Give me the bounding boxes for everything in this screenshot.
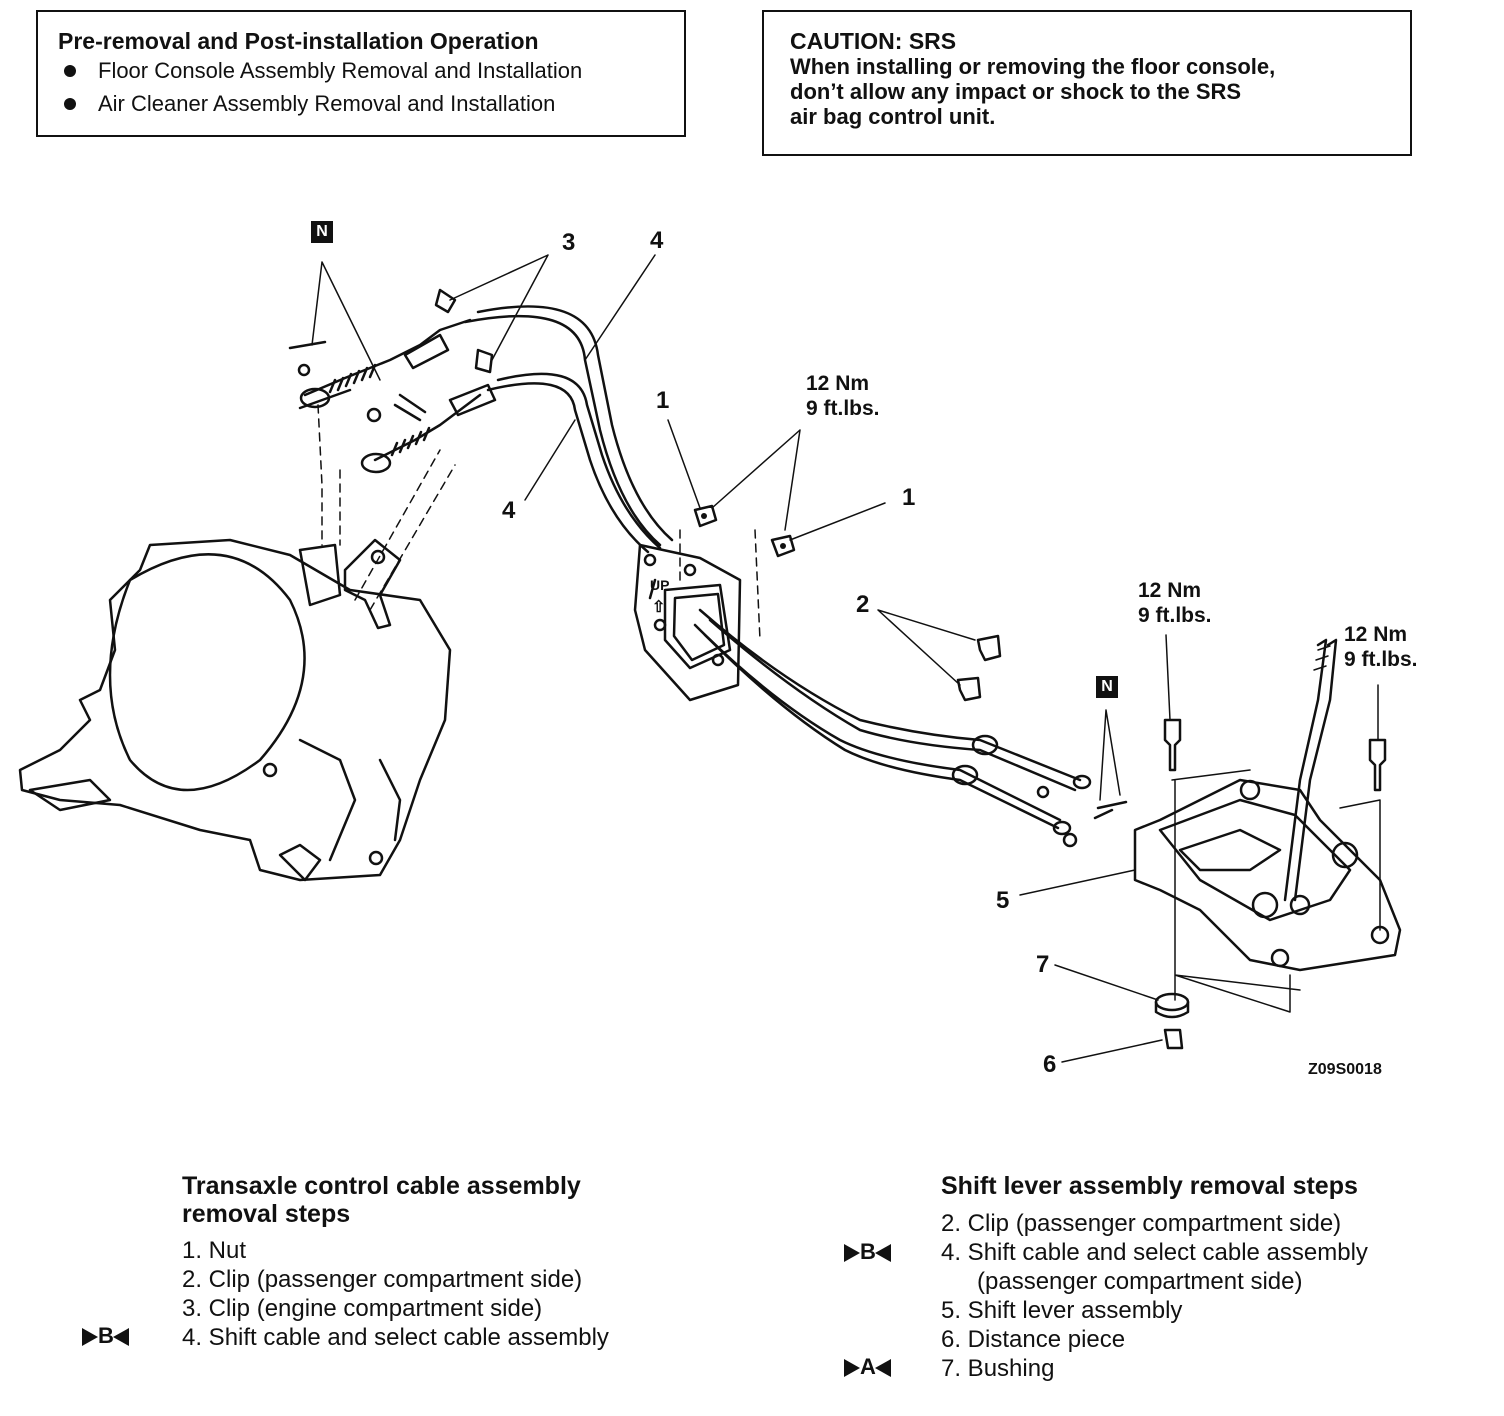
- transaxle-steps-title: Transaxle control cable assembly removal…: [182, 1172, 581, 1228]
- triangle-right-icon: [844, 1244, 860, 1263]
- callout-4: 4: [650, 227, 664, 254]
- shift-lever-steps-list: 2. Clip (passenger compartment side) 4. …: [941, 1209, 1368, 1383]
- triangle-left-icon: [874, 1244, 891, 1263]
- pre-removal-title: Pre-removal and Post-installation Operat…: [58, 28, 539, 54]
- figure-code: Z09S0018: [1308, 1061, 1382, 1078]
- torque-ftlbs: 9 ft.lbs.: [806, 397, 880, 420]
- torque-nm: 12 Nm: [1344, 623, 1407, 646]
- marker-letter: B: [98, 1323, 114, 1348]
- up-label: UP: [650, 577, 669, 593]
- service-marker-a: A: [844, 1354, 891, 1380]
- callout-4: 4: [502, 497, 516, 524]
- bullet-icon: [64, 97, 76, 110]
- step-item: 6. Distance piece: [941, 1326, 1126, 1353]
- step-item: 5. Shift lever assembly: [941, 1297, 1183, 1324]
- service-marker-b: B: [844, 1239, 891, 1265]
- service-marker-b: B: [82, 1323, 129, 1349]
- caution-body: When installing or removing the floor co…: [790, 54, 1276, 129]
- step-item-continued: (passenger compartment side): [977, 1268, 1303, 1295]
- step-item: 2. Clip (passenger compartment side): [182, 1266, 583, 1293]
- triangle-right-icon: [844, 1359, 860, 1378]
- pre-removal-item: Air Cleaner Assembly Removal and Install…: [58, 87, 664, 120]
- caution-title: CAUTION: SRS: [790, 28, 957, 54]
- torque-nm: 12 Nm: [806, 372, 869, 395]
- callout-1: 1: [656, 387, 669, 414]
- callout-6: 6: [1043, 1051, 1056, 1078]
- triangle-right-icon: [82, 1328, 98, 1347]
- pre-removal-box: Pre-removal and Post-installation Operat…: [36, 10, 686, 137]
- marker-letter: A: [860, 1354, 876, 1379]
- callout-3: 3: [562, 229, 575, 256]
- exploded-diagram: UP ⇧ 3 4 4 1 1 2 5 7 6 12 Nm 9 ft.lbs. 1…: [18, 227, 1418, 1078]
- grommet-plate: [633, 543, 742, 702]
- pre-removal-item-text: Floor Console Assembly Removal and Insta…: [98, 58, 583, 83]
- marker-letter: B: [860, 1239, 876, 1264]
- torque-ftlbs: 9 ft.lbs.: [1344, 648, 1418, 671]
- triangle-left-icon: [112, 1328, 129, 1347]
- bullet-icon: [64, 64, 76, 77]
- step-item: 3. Clip (engine compartment side): [182, 1295, 543, 1322]
- step-item: 7. Bushing: [941, 1355, 1055, 1382]
- transaxle-bell: [108, 553, 306, 792]
- triangle-left-icon: [874, 1359, 891, 1378]
- step-item: 4. Shift cable and select cable assembly: [182, 1324, 609, 1351]
- step-item: 1. Nut: [182, 1237, 247, 1264]
- up-arrow-icon: ⇧: [652, 599, 665, 616]
- new-part-badge: N: [311, 221, 333, 243]
- pre-removal-item: Floor Console Assembly Removal and Insta…: [58, 54, 664, 87]
- callout-7: 7: [1036, 951, 1049, 978]
- callout-2: 2: [856, 591, 869, 618]
- caution-box: CAUTION: SRS When installing or removing…: [762, 10, 1412, 156]
- step-item: 2. Clip (passenger compartment side): [941, 1210, 1342, 1237]
- transaxle-steps-list: 1. Nut 2. Clip (passenger compartment si…: [182, 1236, 609, 1352]
- callout-5: 5: [996, 887, 1009, 914]
- new-part-badge: N: [1096, 676, 1118, 698]
- step-item: 4. Shift cable and select cable assembly: [941, 1239, 1368, 1266]
- callout-1: 1: [902, 484, 915, 511]
- torque-ftlbs: 9 ft.lbs.: [1138, 604, 1212, 627]
- shift-lever: [1283, 638, 1328, 902]
- shift-lever-steps-title: Shift lever assembly removal steps: [941, 1172, 1358, 1200]
- transaxle-housing: [18, 538, 452, 882]
- pre-removal-item-text: Air Cleaner Assembly Removal and Install…: [98, 91, 556, 116]
- torque-nm: 12 Nm: [1138, 579, 1201, 602]
